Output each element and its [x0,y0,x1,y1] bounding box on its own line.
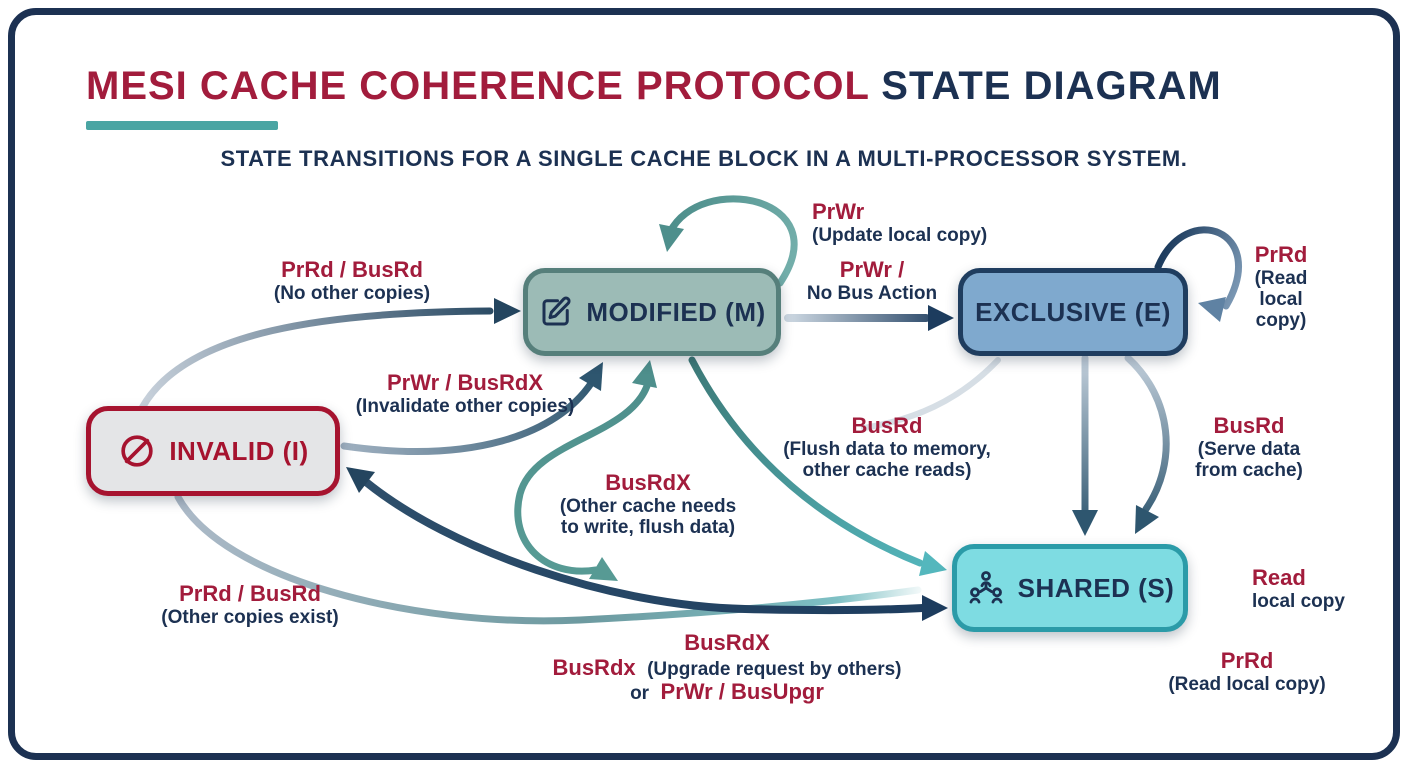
title-protocol: MESI CACHE COHERENCE PROTOCOL [86,64,870,108]
null-icon [121,435,153,467]
label-busrdx-upgrade-request: BusRdX BusRdx (Upgrade request by others… [552,630,902,705]
arrow-modified-busrdx-curve [514,379,652,575]
event-text: PrRd [1254,242,1308,267]
arrow-faint-exclusive-tail [861,357,1001,431]
event-text: Read [1252,565,1306,590]
label-prwr-busrdx-invalidate: PrWr / BusRdX (Invalidate other copies) [355,370,575,417]
arrow-shared-to-invalid [362,478,927,615]
event-text: BusRdX [684,630,770,655]
arrow-exclusive-self-loop [1154,226,1242,310]
label-prrd-busrd-no-other-copies: PrRd / BusRd (No other copies) [273,257,431,304]
page-title: MESI CACHE COHERENCE PROTOCOL STATE DIAG… [86,64,1222,109]
note-text: (Invalidate other copies) [355,395,575,417]
arrow-invalid-to-shared [174,493,922,625]
event-text: BusRdx [552,654,636,680]
title-state-diagram: STATE DIAGRAM [869,64,1222,108]
note-text: from cache) [1195,459,1303,481]
note-text: local copy [1252,590,1345,612]
label-prwr-update-local-copy: PrWr (Update local copy) [812,199,988,246]
event-text: PrWr / [839,257,905,282]
event-text: PrRd / BusRd [281,257,423,282]
state-label: MODIFIED (M) [586,296,766,327]
event-text: PrWr / BusRdX [386,370,544,395]
note-text: or [630,683,650,705]
note-text: (Serve data [1197,438,1301,460]
arrow-invalid-to-modified-write [340,378,596,455]
state-invalid: INVALID (I) [86,406,340,496]
note-text: (Upgrade request by others) [647,658,902,680]
event-text: BusRdX [605,470,691,495]
note-text: (No other copies) [273,282,431,304]
label-read-local-copy-shared: Read local copy [1252,565,1345,612]
note-text: (Read local copy) [1168,673,1326,695]
state-label: SHARED (S) [1017,572,1175,603]
state-label: INVALID (I) [169,435,309,466]
event-text: BusRd [1213,413,1285,438]
note-text: (Other cache needs [559,495,737,517]
event-text: PrRd / BusRd [179,581,321,606]
label-busrdx-other-cache-write: BusRdX (Other cache needs to write, flus… [559,470,737,538]
arrow-modified-to-shared [688,356,924,567]
label-busrd-flush-data: BusRd (Flush data to memory, other cache… [783,413,991,481]
note-text: other cache reads) [802,459,972,481]
subtitle: STATE TRANSITIONS FOR A SINGLE CACHE BLO… [220,146,1188,171]
label-busrd-serve-data: BusRd (Serve data from cache) [1195,413,1303,481]
arrow-modified-self-loop [666,195,798,287]
label-prrd-busrd-other-copies: PrRd / BusRd (Other copies exist) [161,581,339,628]
note-text: No Bus Action [806,282,938,304]
state-modified: MODIFIED (M) [523,268,781,356]
note-text: (Other copies exist) [161,606,339,628]
arrow-invalid-to-modified [138,307,494,412]
title-underline [86,121,278,130]
event-text: PrRd [1220,648,1274,673]
label-prwr-no-bus-action: PrWr / No Bus Action [806,257,938,304]
event-text: BusRd [851,413,923,438]
group-icon [969,571,1003,604]
note-text: to write, flush data) [560,516,736,538]
edit-icon [542,296,571,326]
note-text: local [1259,288,1303,310]
event-text: PrWr [812,199,865,224]
state-shared: SHARED (S) [952,544,1188,632]
label-prrd-read-local-copy-shared: PrRd (Read local copy) [1168,648,1326,695]
event-text: PrWr / BusUpgr [660,679,824,705]
note-text: (Read [1254,267,1308,289]
note-text: (Flush data to memory, [783,438,991,460]
state-exclusive: EXCLUSIVE (E) [958,268,1188,356]
note-text: copy) [1255,310,1307,332]
arrow-exclusive-to-shared-busrd [1124,354,1170,513]
state-label: EXCLUSIVE (E) [975,296,1171,327]
note-text: (Update local copy) [812,224,988,246]
label-prrd-read-local-copy-exclusive: PrRd (Read local copy) [1254,242,1308,332]
